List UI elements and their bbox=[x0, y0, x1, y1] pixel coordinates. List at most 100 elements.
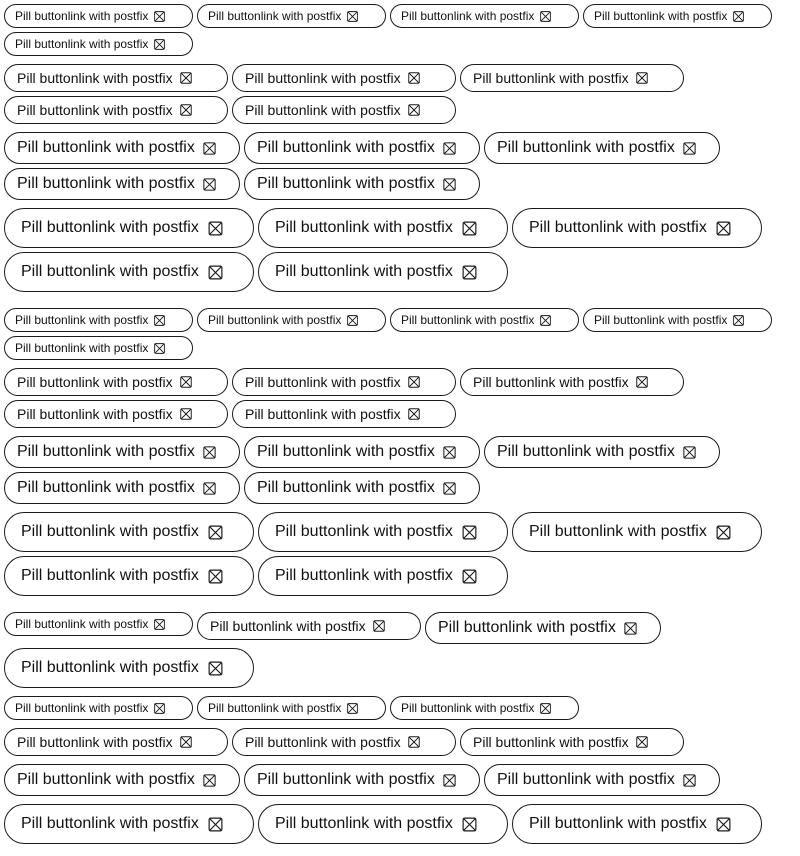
close-x-icon bbox=[442, 445, 457, 460]
pill-buttonlink[interactable]: Pill buttonlink with postfix bbox=[583, 308, 772, 332]
pill-buttonlink[interactable]: Pill buttonlink with postfix bbox=[512, 208, 762, 248]
close-x-icon bbox=[207, 660, 224, 677]
close-x-icon bbox=[461, 220, 478, 237]
pill-buttonlink[interactable]: Pill buttonlink with postfix bbox=[4, 512, 254, 552]
pill-buttonlink-label: Pill buttonlink with postfix bbox=[497, 443, 675, 460]
pill-buttonlink[interactable]: Pill buttonlink with postfix bbox=[4, 4, 193, 28]
close-x-icon bbox=[442, 481, 457, 496]
pill-buttonlink[interactable]: Pill buttonlink with postfix bbox=[258, 208, 508, 248]
close-x-icon bbox=[346, 10, 359, 23]
pill-buttonlink[interactable]: Pill buttonlink with postfix bbox=[512, 804, 762, 844]
pill-buttonlink[interactable]: Pill buttonlink with postfix bbox=[4, 96, 228, 124]
pill-buttonlink[interactable]: Pill buttonlink with postfix bbox=[4, 696, 193, 720]
pill-buttonlink[interactable]: Pill buttonlink with postfix bbox=[390, 696, 579, 720]
pill-buttonlink[interactable]: Pill buttonlink with postfix bbox=[4, 472, 240, 504]
pill-buttonlink-label: Pill buttonlink with postfix bbox=[401, 313, 535, 327]
pill-buttonlink[interactable]: Pill buttonlink with postfix bbox=[232, 64, 456, 92]
pill-buttonlink[interactable]: Pill buttonlink with postfix bbox=[197, 696, 386, 720]
close-x-icon bbox=[179, 375, 193, 389]
pill-buttonlink[interactable]: Pill buttonlink with postfix bbox=[258, 512, 508, 552]
pill-buttonlink[interactable]: Pill buttonlink with postfix bbox=[4, 400, 228, 428]
close-x-icon bbox=[153, 618, 166, 631]
pill-buttonlink[interactable]: Pill buttonlink with postfix bbox=[460, 64, 684, 92]
pill-buttonlink[interactable]: Pill buttonlink with postfix bbox=[4, 804, 254, 844]
pill-buttonlink[interactable]: Pill buttonlink with postfix bbox=[460, 368, 684, 396]
close-x-icon bbox=[539, 702, 552, 715]
pill-buttonlink[interactable]: Pill buttonlink with postfix bbox=[258, 252, 508, 292]
pill-buttonlink[interactable]: Pill buttonlink with postfix bbox=[197, 308, 386, 332]
pill-buttonlink[interactable]: Pill buttonlink with postfix bbox=[4, 168, 240, 200]
pill-buttonlink-label: Pill buttonlink with postfix bbox=[529, 523, 707, 540]
pill-buttonlink[interactable]: Pill buttonlink with postfix bbox=[4, 368, 228, 396]
pill-buttonlink[interactable]: Pill buttonlink with postfix bbox=[197, 612, 421, 640]
pill-buttonlink[interactable]: Pill buttonlink with postfix bbox=[4, 132, 240, 164]
close-x-icon bbox=[461, 816, 478, 833]
pill-buttonlink-label: Pill buttonlink with postfix bbox=[21, 659, 199, 676]
close-x-icon bbox=[682, 773, 697, 788]
pill-buttonlink-label: Pill buttonlink with postfix bbox=[21, 567, 199, 584]
pill-buttonlink[interactable]: Pill buttonlink with postfix bbox=[244, 168, 480, 200]
pill-buttonlink[interactable]: Pill buttonlink with postfix bbox=[4, 436, 240, 468]
pill-buttonlink[interactable]: Pill buttonlink with postfix bbox=[4, 612, 193, 636]
pill-buttonlink[interactable]: Pill buttonlink with postfix bbox=[4, 728, 228, 756]
close-x-icon bbox=[539, 314, 552, 327]
pill-buttonlink[interactable]: Pill buttonlink with postfix bbox=[232, 400, 456, 428]
pill-buttonlink-label: Pill buttonlink with postfix bbox=[473, 374, 629, 390]
pill-buttonlink[interactable]: Pill buttonlink with postfix bbox=[4, 648, 254, 688]
pill-buttonlink-label: Pill buttonlink with postfix bbox=[245, 406, 401, 422]
close-x-icon bbox=[442, 773, 457, 788]
pill-buttonlink[interactable]: Pill buttonlink with postfix bbox=[4, 208, 254, 248]
pill-buttonlink[interactable]: Pill buttonlink with postfix bbox=[4, 308, 193, 332]
pill-buttonlink[interactable]: Pill buttonlink with postfix bbox=[244, 472, 480, 504]
pill-buttonlink[interactable]: Pill buttonlink with postfix bbox=[460, 728, 684, 756]
pill-buttonlink-label: Pill buttonlink with postfix bbox=[17, 374, 173, 390]
pill-buttonlink-label: Pill buttonlink with postfix bbox=[594, 313, 728, 327]
pill-buttonlink-label: Pill buttonlink with postfix bbox=[17, 175, 195, 192]
pill-buttonlink[interactable]: Pill buttonlink with postfix bbox=[4, 336, 193, 360]
pill-buttonlink-label: Pill buttonlink with postfix bbox=[529, 219, 707, 236]
close-x-icon bbox=[715, 220, 732, 237]
close-x-icon bbox=[715, 524, 732, 541]
pill-buttonlink-label: Pill buttonlink with postfix bbox=[275, 567, 453, 584]
pill-buttonlink-label: Pill buttonlink with postfix bbox=[17, 479, 195, 496]
pill-buttonlink[interactable]: Pill buttonlink with postfix bbox=[4, 32, 193, 56]
close-x-icon bbox=[442, 141, 457, 156]
pill-buttonlink[interactable]: Pill buttonlink with postfix bbox=[4, 64, 228, 92]
close-x-icon bbox=[202, 481, 217, 496]
pill-buttonlink-label: Pill buttonlink with postfix bbox=[257, 175, 435, 192]
close-x-icon bbox=[372, 619, 386, 633]
close-x-icon bbox=[179, 735, 193, 749]
pill-buttonlink-label: Pill buttonlink with postfix bbox=[208, 701, 342, 715]
pill-buttonlink[interactable]: Pill buttonlink with postfix bbox=[232, 96, 456, 124]
pill-buttonlink[interactable]: Pill buttonlink with postfix bbox=[583, 4, 772, 28]
close-x-icon bbox=[623, 621, 638, 636]
pill-buttonlink[interactable]: Pill buttonlink with postfix bbox=[512, 512, 762, 552]
pill-buttonlink-label: Pill buttonlink with postfix bbox=[497, 139, 675, 156]
close-x-icon bbox=[461, 264, 478, 281]
pill-buttonlink[interactable]: Pill buttonlink with postfix bbox=[232, 368, 456, 396]
pill-buttonlink[interactable]: Pill buttonlink with postfix bbox=[258, 804, 508, 844]
pill-buttonlink[interactable]: Pill buttonlink with postfix bbox=[390, 4, 579, 28]
pill-buttonlink-label: Pill buttonlink with postfix bbox=[21, 815, 199, 832]
pill-buttonlink-label: Pill buttonlink with postfix bbox=[21, 523, 199, 540]
pill-buttonlink[interactable]: Pill buttonlink with postfix bbox=[232, 728, 456, 756]
close-x-icon bbox=[207, 568, 224, 585]
pill-buttonlink[interactable]: Pill buttonlink with postfix bbox=[484, 764, 720, 796]
close-x-icon bbox=[202, 445, 217, 460]
pill-buttonlink[interactable]: Pill buttonlink with postfix bbox=[4, 764, 240, 796]
pill-buttonlink[interactable]: Pill buttonlink with postfix bbox=[4, 252, 254, 292]
pill-buttonlink[interactable]: Pill buttonlink with postfix bbox=[390, 308, 579, 332]
pill-buttonlink[interactable]: Pill buttonlink with postfix bbox=[258, 556, 508, 596]
pill-buttonlink[interactable]: Pill buttonlink with postfix bbox=[244, 132, 480, 164]
close-x-icon bbox=[207, 220, 224, 237]
pill-buttonlink[interactable]: Pill buttonlink with postfix bbox=[4, 556, 254, 596]
pill-buttonlink-label: Pill buttonlink with postfix bbox=[15, 313, 149, 327]
pill-buttonlink[interactable]: Pill buttonlink with postfix bbox=[484, 436, 720, 468]
pill-buttonlink[interactable]: Pill buttonlink with postfix bbox=[425, 612, 661, 644]
pill-buttonlink[interactable]: Pill buttonlink with postfix bbox=[484, 132, 720, 164]
close-x-icon bbox=[407, 735, 421, 749]
pill-buttonlink[interactable]: Pill buttonlink with postfix bbox=[244, 764, 480, 796]
pill-buttonlink[interactable]: Pill buttonlink with postfix bbox=[244, 436, 480, 468]
pill-buttonlink[interactable]: Pill buttonlink with postfix bbox=[197, 4, 386, 28]
pill-buttonlink-label: Pill buttonlink with postfix bbox=[245, 102, 401, 118]
